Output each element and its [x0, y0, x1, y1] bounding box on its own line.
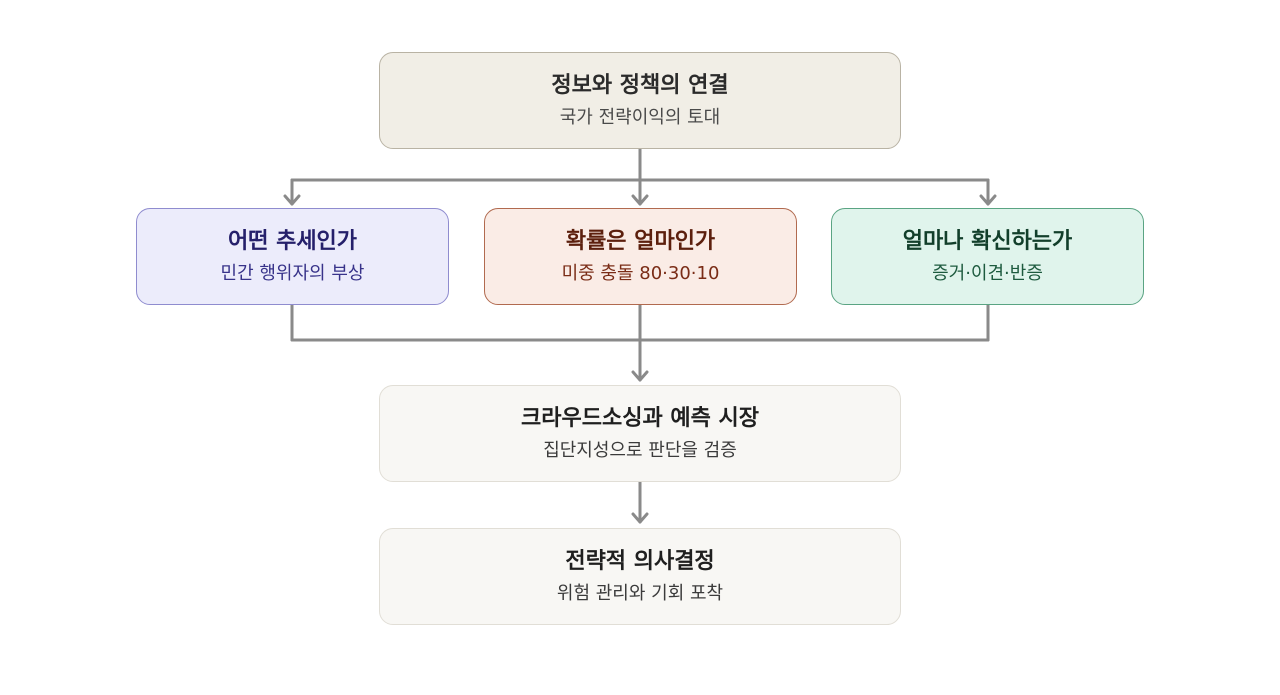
node-title: 정보와 정책의 연결 [551, 72, 729, 98]
node-title: 확률은 얼마인가 [565, 228, 716, 254]
node-trend: 어떤 추세인가 민간 행위자의 부상 [136, 208, 449, 305]
node-subtitle: 증거·이견·반증 [932, 262, 1043, 284]
node-subtitle: 국가 전략이익의 토대 [559, 106, 721, 128]
arrowhead-to-confidence [979, 194, 997, 206]
arrowhead-to-crowd [631, 370, 649, 382]
node-subtitle: 위험 관리와 기회 포착 [556, 582, 724, 604]
node-title: 어떤 추세인가 [227, 228, 358, 254]
node-probability: 확률은 얼마인가 미중 충돌 80·30·10 [484, 208, 797, 305]
node-subtitle: 미중 충돌 80·30·10 [561, 262, 720, 284]
node-information-policy-link: 정보와 정책의 연결 국가 전략이익의 토대 [379, 52, 901, 149]
arrowhead-to-probability [631, 194, 649, 206]
arrowhead-to-trend [283, 194, 301, 206]
arrowhead-to-decision [631, 512, 649, 524]
node-confidence: 얼마나 확신하는가 증거·이견·반증 [831, 208, 1144, 305]
node-crowdsourcing-prediction-market: 크라우드소싱과 예측 시장 집단지성으로 판단을 검증 [379, 385, 901, 482]
node-title: 얼마나 확신하는가 [902, 228, 1073, 254]
node-title: 전략적 의사결정 [565, 548, 715, 574]
node-title: 크라우드소싱과 예측 시장 [521, 405, 759, 431]
node-subtitle: 민간 행위자의 부상 [220, 262, 365, 284]
node-strategic-decision: 전략적 의사결정 위험 관리와 기회 포착 [379, 528, 901, 625]
node-subtitle: 집단지성으로 판단을 검증 [543, 439, 737, 461]
